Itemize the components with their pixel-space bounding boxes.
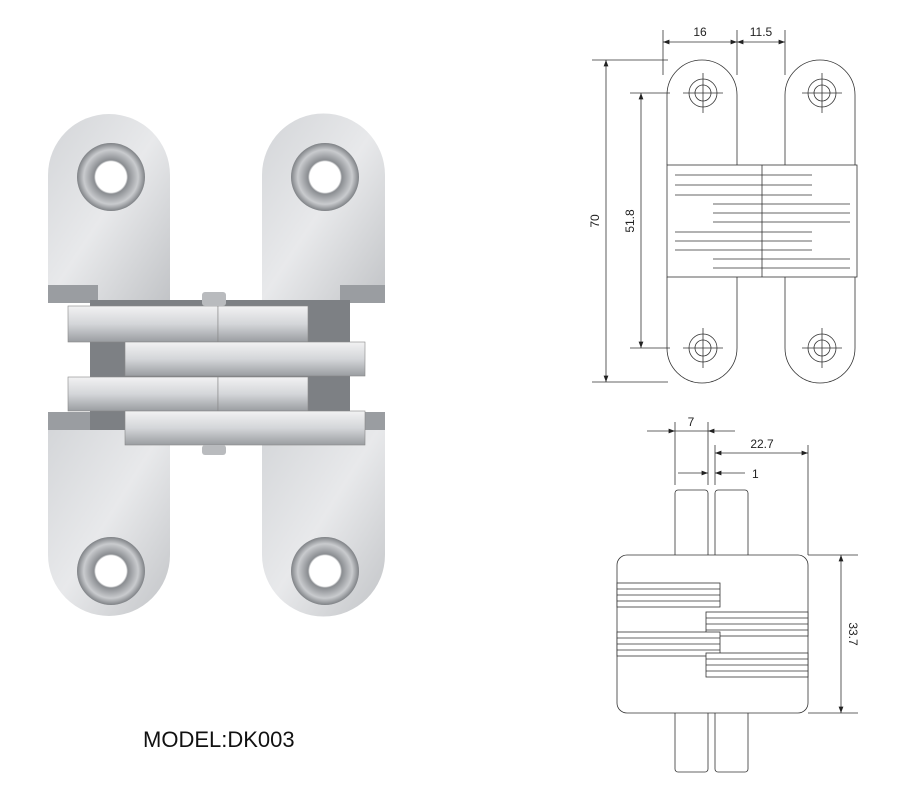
side-view-drawing: 7 22.7 1 33.7 bbox=[616, 415, 860, 773]
dim-overall-height: 70 bbox=[588, 214, 602, 228]
knuckle-bars bbox=[67, 292, 366, 455]
dim-plate-width: 16 bbox=[693, 25, 707, 39]
dim-body-height: 33.7 bbox=[846, 622, 860, 646]
dim-gap: 11.5 bbox=[750, 25, 773, 39]
dim-hole-spacing: 51.8 bbox=[623, 209, 637, 233]
screw-hole bbox=[77, 537, 145, 605]
screw-hole bbox=[291, 143, 359, 211]
model-label: MODEL:DK003 bbox=[143, 727, 295, 752]
dim-depth: 22.7 bbox=[750, 437, 774, 451]
dim-leaf-thickness: 7 bbox=[688, 415, 695, 429]
hinge-photo bbox=[48, 113, 385, 617]
screw-hole bbox=[291, 537, 359, 605]
dim-leaf-gap: 1 bbox=[752, 467, 759, 481]
screw-hole bbox=[77, 143, 145, 211]
front-view-drawing: 16 11.5 70 51.8 bbox=[588, 25, 858, 384]
